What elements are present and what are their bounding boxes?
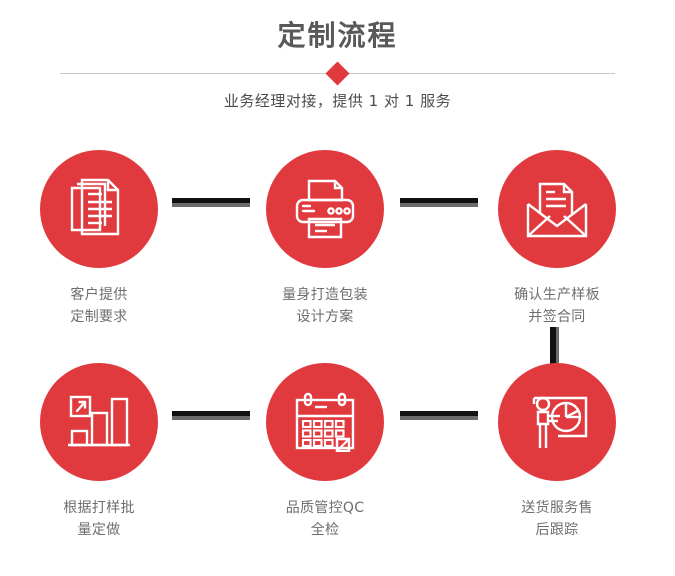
flow-step-4-label-line1: 根据打样批 xyxy=(63,500,135,516)
envelope-icon xyxy=(498,150,616,268)
page-title: 定制流程 xyxy=(277,19,398,52)
flow-step-6[interactable]: 送货服务售 后跟踪 xyxy=(477,363,637,541)
connector-1-2 xyxy=(172,198,250,207)
flow-step-2[interactable]: 量身打造包装 设计方案 xyxy=(245,150,405,328)
flow-step-1[interactable]: 客户提供 定制要求 xyxy=(19,150,179,328)
flow-step-5-label-line1: 品质管控QC xyxy=(285,500,365,516)
connector-shadow xyxy=(172,416,250,420)
flow-step-4-label: 根据打样批 量定做 xyxy=(19,497,179,541)
flow-step-6-label: 送货服务售 后跟踪 xyxy=(477,497,637,541)
flow-step-1-label-line2: 定制要求 xyxy=(70,309,128,325)
flow-step-3[interactable]: 确认生产样板 并签合同 xyxy=(477,150,637,328)
connector-bar xyxy=(172,198,250,203)
flow-step-2-label: 量身打造包装 设计方案 xyxy=(245,284,405,328)
process-flow: 客户提供 定制要求 xyxy=(0,150,675,576)
connector-shadow xyxy=(556,327,559,372)
connector-shadow xyxy=(172,203,250,207)
presentation-pie-chart-icon xyxy=(498,363,616,481)
flow-step-5-label-line2: 全检 xyxy=(310,522,340,538)
flow-row-1: 客户提供 定制要求 xyxy=(0,150,675,372)
flow-step-4[interactable]: 根据打样批 量定做 xyxy=(19,363,179,541)
diamond-icon xyxy=(325,60,350,86)
calendar-check-icon xyxy=(266,363,384,481)
flow-step-6-label-line2: 后跟踪 xyxy=(535,522,579,538)
flow-step-5[interactable]: 品质管控QC 全检 xyxy=(245,363,405,541)
connector-bar xyxy=(400,411,478,416)
bar-chart-growth-icon xyxy=(40,363,158,481)
connector-shadow xyxy=(400,416,478,420)
connector-3-6-vertical xyxy=(550,327,559,372)
connector-bar xyxy=(172,411,250,416)
flow-step-2-label-line1: 量身打造包装 xyxy=(282,287,368,303)
connector-5-6 xyxy=(400,411,478,420)
flow-step-6-label-line1: 送货服务售 xyxy=(521,500,593,516)
connector-bar xyxy=(550,327,556,372)
connector-bar xyxy=(400,198,478,203)
flow-step-1-label-line1: 客户提供 xyxy=(70,287,128,303)
flow-row-2: 根据打样批 量定做 xyxy=(0,363,675,576)
flow-step-2-label-line2: 设计方案 xyxy=(296,309,354,325)
documents-icon xyxy=(40,150,158,268)
flow-step-3-label: 确认生产样板 并签合同 xyxy=(477,284,637,328)
connector-2-3 xyxy=(400,198,478,207)
title-divider xyxy=(0,60,675,86)
connector-4-5 xyxy=(172,411,250,420)
page-subtitle: 业务经理对接，提供 1 对 1 服务 xyxy=(223,92,452,110)
flow-step-5-label: 品质管控QC 全检 xyxy=(245,497,405,541)
flow-step-4-label-line2: 量定做 xyxy=(77,522,121,538)
flow-step-3-label-line1: 确认生产样板 xyxy=(514,287,600,303)
flow-step-3-label-line2: 并签合同 xyxy=(528,309,586,325)
page-header: 定制流程 业务经理对接，提供 1 对 1 服务 xyxy=(0,0,675,111)
printer-icon xyxy=(266,150,384,268)
flow-step-1-label: 客户提供 定制要求 xyxy=(19,284,179,328)
connector-shadow xyxy=(400,203,478,207)
